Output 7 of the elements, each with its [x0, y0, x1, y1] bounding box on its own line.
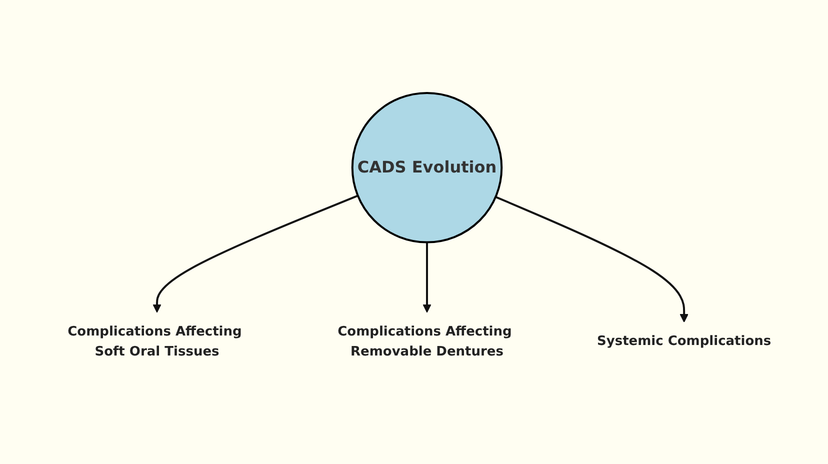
- node-text: Complications Affecting Removable Dentures: [338, 324, 512, 359]
- node-text: Systemic Complications: [596, 334, 772, 349]
- arrow: [495, 196, 688, 322]
- node-circle: CADS Evolution: [351, 92, 503, 244]
- arrow: [152, 194, 358, 313]
- node-text: Complications Affecting Soft Oral Tissues: [68, 324, 242, 359]
- arrow: [422, 242, 432, 313]
